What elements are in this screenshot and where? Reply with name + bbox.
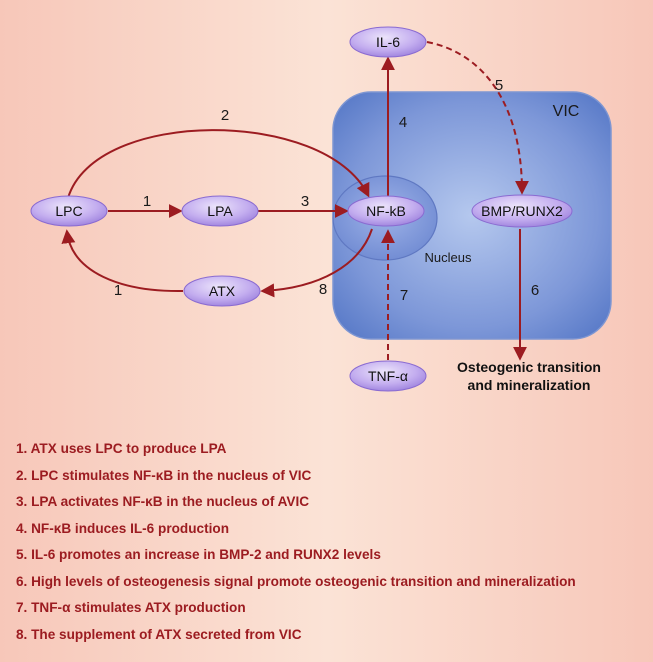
step-label-7: 7 <box>400 287 408 304</box>
legend-item-8: 8. The supplement of ATX secreted from V… <box>16 626 302 642</box>
vic-label: VIC <box>553 103 580 120</box>
legend-item-4: 4. NF-κB induces IL-6 production <box>16 520 229 536</box>
node-il6-label: IL-6 <box>376 34 400 50</box>
step-label-2: 2 <box>221 107 229 124</box>
node-lpa-label: LPA <box>207 203 233 219</box>
node-lpc: LPC <box>30 195 108 227</box>
node-tnf-alpha-label: TNF-α <box>368 368 408 384</box>
outcome-line-1: Osteogenic transition <box>457 359 601 375</box>
legend-item-6: 6. High levels of osteogenesis signal pr… <box>16 573 576 589</box>
node-nfkb-label: NF-kB <box>366 203 406 219</box>
step-label-4: 4 <box>399 114 407 131</box>
arrow-il6-to-bmp <box>426 41 529 195</box>
outcome-line-2: and mineralization <box>468 377 591 393</box>
signaling-diagram: VIC Nucleus 2 1 3 4 5 6 7 8 1 <box>30 26 612 393</box>
nucleus-label: Nucleus <box>425 250 472 265</box>
node-lpc-label: LPC <box>55 203 82 219</box>
step-label-1-top: 1 <box>143 193 151 210</box>
step-label-6: 6 <box>531 282 539 299</box>
arrow-nfkb-to-atx <box>260 228 373 298</box>
node-il6: IL-6 <box>349 26 427 58</box>
node-nfkb: NF-kB <box>347 195 425 227</box>
step-label-1-bottom: 1 <box>114 282 122 299</box>
legend-item-2: 2. LPC stimulates NF-κB in the nucleus o… <box>16 467 312 483</box>
legend-list: 1. ATX uses LPC to produce LPA 2. LPC st… <box>16 436 646 648</box>
node-bmp-runx2-label: BMP/RUNX2 <box>481 203 563 219</box>
step-label-3: 3 <box>301 193 309 210</box>
node-bmp-runx2: BMP/RUNX2 <box>471 194 573 228</box>
legend-item-1: 1. ATX uses LPC to produce LPA <box>16 441 227 456</box>
arrow-atx-to-lpc <box>61 229 184 293</box>
node-atx-label: ATX <box>209 283 236 299</box>
legend-item-5: 5. IL-6 promotes an increase in BMP-2 an… <box>16 547 381 562</box>
legend-item-7: 7. TNF-α stimulates ATX production <box>16 600 246 615</box>
legend-item-3: 3. LPA activates NF-κB in the nucleus of… <box>16 494 310 509</box>
arrow-lpc-to-nfkb <box>67 129 370 199</box>
node-atx: ATX <box>183 275 261 307</box>
step-label-5: 5 <box>495 77 503 94</box>
step-label-8: 8 <box>319 281 327 298</box>
node-tnf-alpha: TNF-α <box>349 360 427 392</box>
node-lpa: LPA <box>181 195 259 227</box>
